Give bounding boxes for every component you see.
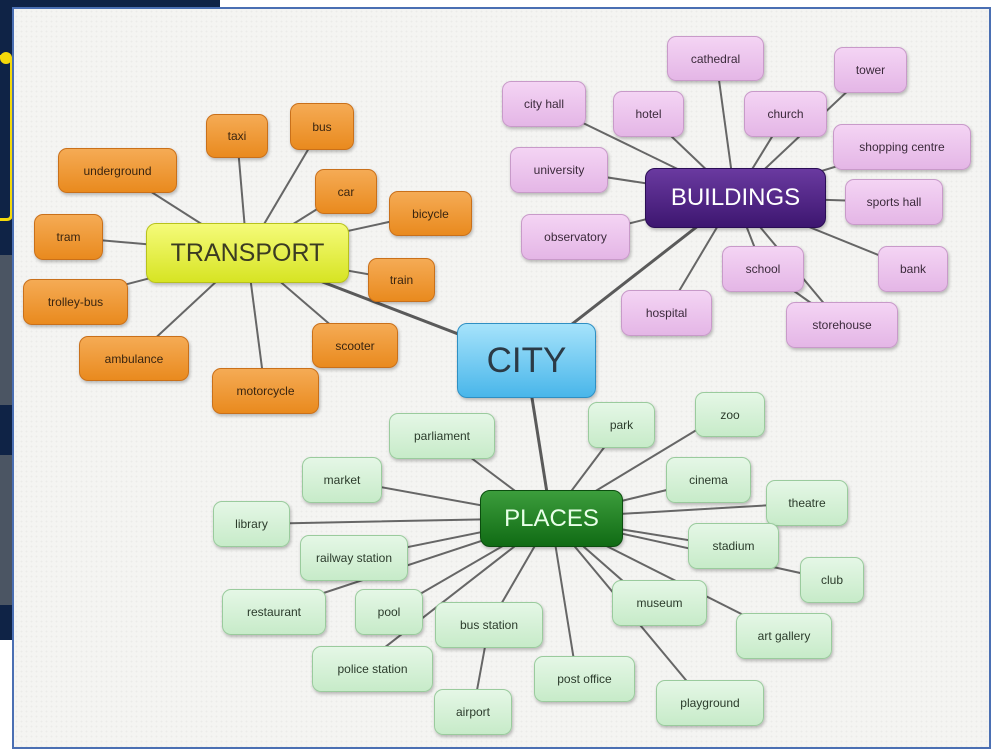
node-train[interactable]: train xyxy=(368,258,435,302)
node-trolley-bus[interactable]: trolley-bus xyxy=(23,279,128,325)
node-railway-station[interactable]: railway station xyxy=(300,535,408,581)
node-library[interactable]: library xyxy=(213,501,290,547)
node-university[interactable]: university xyxy=(510,147,608,193)
node-stadium[interactable]: stadium xyxy=(688,523,779,569)
node-restaurant[interactable]: restaurant xyxy=(222,589,326,635)
node-cathedral[interactable]: cathedral xyxy=(667,36,764,81)
node-car[interactable]: car xyxy=(315,169,377,214)
node-taxi[interactable]: taxi xyxy=(206,114,268,158)
node-park[interactable]: park xyxy=(588,402,655,448)
node-club[interactable]: club xyxy=(800,557,864,603)
node-police-station[interactable]: police station xyxy=(312,646,433,692)
node-church[interactable]: church xyxy=(744,91,827,137)
node-museum[interactable]: museum xyxy=(612,580,707,626)
node-motorcycle[interactable]: motorcycle xyxy=(212,368,319,414)
node-playground[interactable]: playground xyxy=(656,680,764,726)
thumbnail-strip xyxy=(0,455,14,605)
hub-transport[interactable]: TRANSPORT xyxy=(146,223,349,283)
node-sports-hall[interactable]: sports hall xyxy=(845,179,943,225)
thumbnail-strip xyxy=(0,255,14,405)
hub-buildings[interactable]: BUILDINGS xyxy=(645,168,826,228)
node-shopping-centre[interactable]: shopping centre xyxy=(833,124,971,170)
node-storehouse[interactable]: storehouse xyxy=(786,302,898,348)
node-bank[interactable]: bank xyxy=(878,246,948,292)
node-tram[interactable]: tram xyxy=(34,214,103,260)
node-bicycle[interactable]: bicycle xyxy=(389,191,472,236)
highlight-frame xyxy=(0,55,13,221)
node-city-hall[interactable]: city hall xyxy=(502,81,586,127)
node-bus[interactable]: bus xyxy=(290,103,354,150)
node-tower[interactable]: tower xyxy=(834,47,907,93)
node-ambulance[interactable]: ambulance xyxy=(79,336,189,381)
node-scooter[interactable]: scooter xyxy=(312,323,398,368)
node-bus-station[interactable]: bus station xyxy=(435,602,543,648)
node-pool[interactable]: pool xyxy=(355,589,423,635)
node-theatre[interactable]: theatre xyxy=(766,480,848,526)
node-school[interactable]: school xyxy=(722,246,804,292)
node-underground[interactable]: underground xyxy=(58,148,177,193)
node-art-gallery[interactable]: art gallery xyxy=(736,613,832,659)
node-hotel[interactable]: hotel xyxy=(613,91,684,137)
node-zoo[interactable]: zoo xyxy=(695,392,765,437)
hub-places[interactable]: PLACES xyxy=(480,490,623,547)
node-airport[interactable]: airport xyxy=(434,689,512,735)
node-market[interactable]: market xyxy=(302,457,382,503)
node-parliament[interactable]: parliament xyxy=(389,413,495,459)
node-post-office[interactable]: post office xyxy=(534,656,635,702)
node-observatory[interactable]: observatory xyxy=(521,214,630,260)
node-hospital[interactable]: hospital xyxy=(621,290,712,336)
node-cinema[interactable]: cinema xyxy=(666,457,751,503)
hub-city[interactable]: CITY xyxy=(457,323,596,398)
